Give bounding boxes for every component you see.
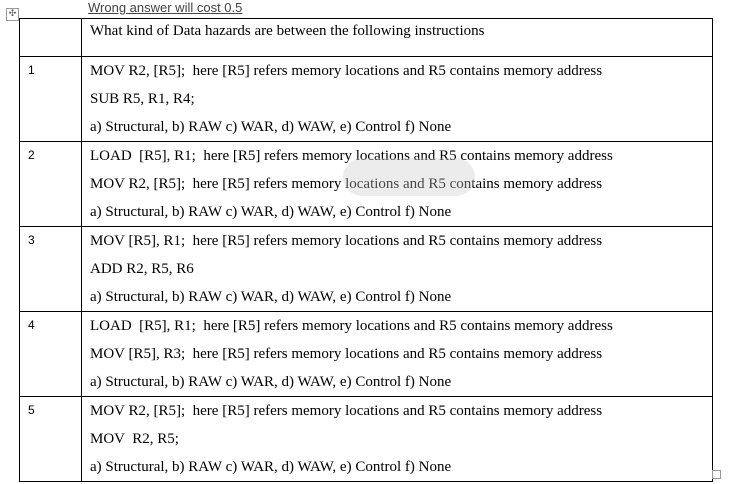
row-number: 2 — [19, 141, 82, 227]
instruction-line: LOAD [R5], R1; here [R5] refers memory l… — [90, 148, 613, 164]
table-row: 2 LOAD [R5], R1; here [R5] refers memory … — [19, 141, 713, 227]
row-content: MOV R2, [R5]; here [R5] refers memory lo… — [81, 56, 713, 142]
row-number: 3 — [19, 226, 82, 312]
caption: Wrong answer will cost 0.5 — [88, 0, 243, 15]
row-content: MOV R2, [R5]; here [R5] refers memory lo… — [81, 396, 713, 482]
instruction-line: MOV [R5], R3; here [R5] refers memory lo… — [90, 346, 603, 362]
instruction-line: MOV R2, [R5]; here [R5] refers memory lo… — [90, 176, 603, 192]
hazards-table: What kind of Data hazards are between th… — [19, 18, 713, 482]
header-question-cell: What kind of Data hazards are between th… — [81, 18, 713, 57]
row-number: 5 — [19, 396, 82, 482]
instruction-line: ADD R2, R5, R6 — [90, 261, 194, 277]
instruction-line: MOV R2, R5; — [90, 431, 179, 447]
instruction-line: SUB R5, R1, R4; — [90, 91, 195, 107]
row-content: LOAD [R5], R1; here [R5] refers memory l… — [81, 311, 713, 397]
instruction-line: MOV [R5], R1; here [R5] refers memory lo… — [90, 233, 603, 249]
answer-options: a) Structural, b) RAW c) WAR, d) WAW, e)… — [90, 289, 452, 305]
row-content: LOAD [R5], R1; here [R5] refers memory l… — [81, 141, 713, 227]
answer-options: a) Structural, b) RAW c) WAR, d) WAW, e)… — [90, 459, 452, 475]
table-row: 3 MOV [R5], R1; here [R5] refers memory l… — [19, 226, 713, 312]
instruction-line: MOV R2, [R5]; here [R5] refers memory lo… — [90, 403, 603, 419]
instruction-line: LOAD [R5], R1; here [R5] refers memory l… — [90, 318, 613, 334]
row-number: 1 — [19, 56, 82, 142]
table-row: 1 MOV R2, [R5]; here [R5] refers memory l… — [19, 56, 713, 142]
table-row: 4 LOAD [R5], R1; here [R5] refers memory … — [19, 311, 713, 397]
table-move-handle-icon[interactable]: ✣ — [6, 8, 19, 21]
header-number-cell — [19, 18, 82, 57]
instruction-line: MOV R2, [R5]; here [R5] refers memory lo… — [90, 63, 603, 79]
table-header-row: What kind of Data hazards are between th… — [19, 18, 713, 57]
answer-options: a) Structural, b) RAW c) WAR, d) WAW, e)… — [90, 119, 452, 135]
cursor-overlay — [343, 158, 475, 196]
answer-options: a) Structural, b) RAW c) WAR, d) WAW, e)… — [90, 204, 452, 220]
answer-options: a) Structural, b) RAW c) WAR, d) WAW, e)… — [90, 374, 452, 390]
row-content: MOV [R5], R1; here [R5] refers memory lo… — [81, 226, 713, 312]
table-resize-handle[interactable] — [712, 470, 721, 479]
row-number: 4 — [19, 311, 82, 397]
table-row: 5 MOV R2, [R5]; here [R5] refers memory l… — [19, 396, 713, 482]
